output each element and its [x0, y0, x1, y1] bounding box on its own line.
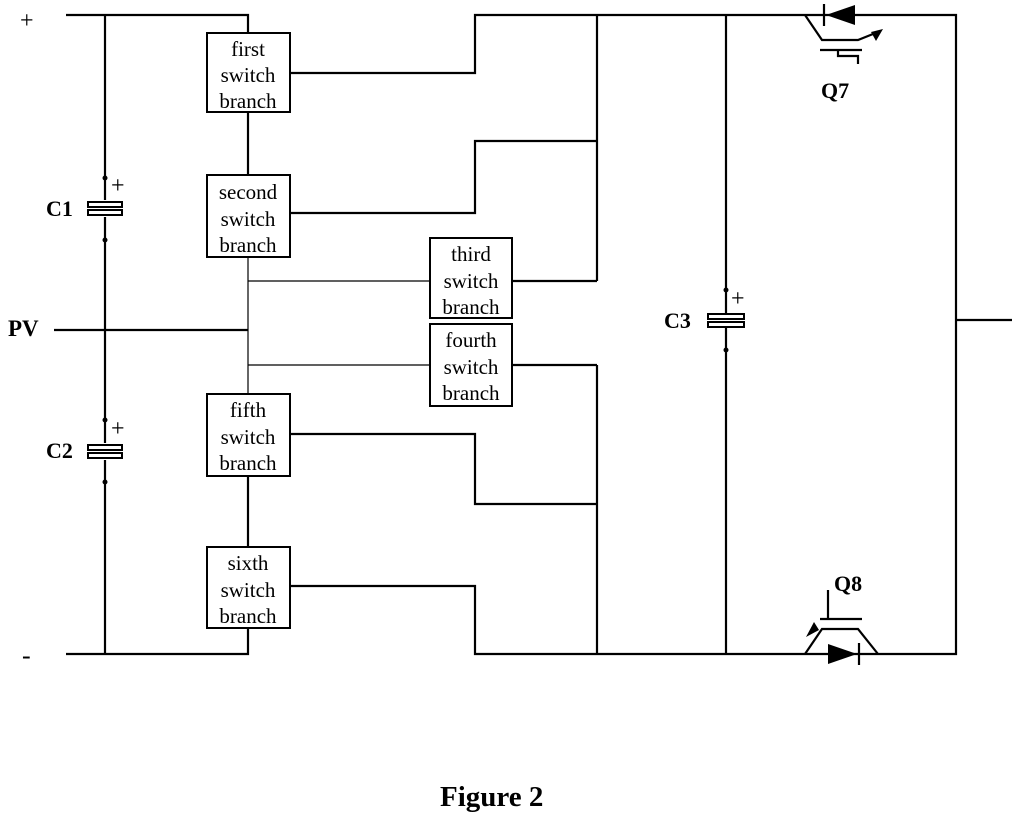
- c3-polarity-mark: +: [731, 286, 745, 312]
- c3-label: C3: [664, 308, 691, 333]
- sixth-switch-branch: sixth switch branch: [207, 547, 290, 628]
- svg-text:branch: branch: [219, 604, 277, 628]
- capacitor-column: [88, 15, 122, 654]
- second-switch-branch: second switch branch: [207, 175, 290, 257]
- negative-rail: [66, 628, 248, 654]
- q8-label: Q8: [834, 571, 862, 596]
- positive-rail: [66, 15, 248, 33]
- pv-label: PV: [8, 316, 39, 341]
- fourth-switch-branch: fourth switch branch: [430, 324, 512, 406]
- svg-text:first: first: [231, 37, 265, 61]
- third-switch-branch: third switch branch: [430, 238, 512, 319]
- svg-text:fifth: fifth: [230, 398, 267, 422]
- svg-text:switch: switch: [221, 578, 276, 602]
- svg-text:sixth: sixth: [228, 551, 269, 575]
- c2-polarity-mark: +: [111, 416, 125, 442]
- q7-label: Q7: [821, 78, 849, 103]
- figure-caption: Figure 2: [440, 781, 543, 813]
- positive-terminal-label: +: [20, 8, 34, 34]
- svg-text:switch: switch: [444, 269, 499, 293]
- negative-terminal-label: -: [22, 641, 31, 670]
- svg-text:fourth: fourth: [445, 328, 497, 352]
- svg-text:second: second: [219, 180, 278, 204]
- svg-text:branch: branch: [442, 381, 500, 405]
- svg-text:branch: branch: [219, 89, 277, 113]
- svg-text:switch: switch: [221, 63, 276, 87]
- c1-polarity-mark: +: [111, 173, 125, 199]
- fifth-switch-branch: fifth switch branch: [207, 394, 290, 476]
- svg-text:switch: switch: [221, 207, 276, 231]
- first-switch-branch: first switch branch: [207, 33, 290, 113]
- svg-text:switch: switch: [444, 355, 499, 379]
- svg-text:branch: branch: [219, 233, 277, 257]
- capacitor-c3: [708, 15, 744, 654]
- q7-transistor-icon: [805, 4, 883, 64]
- svg-text:branch: branch: [442, 295, 500, 319]
- output-network: [290, 15, 1012, 654]
- c1-label: C1: [46, 196, 73, 221]
- svg-text:third: third: [451, 242, 491, 266]
- c2-label: C2: [46, 438, 73, 463]
- svg-text:switch: switch: [221, 425, 276, 449]
- svg-text:branch: branch: [219, 451, 277, 475]
